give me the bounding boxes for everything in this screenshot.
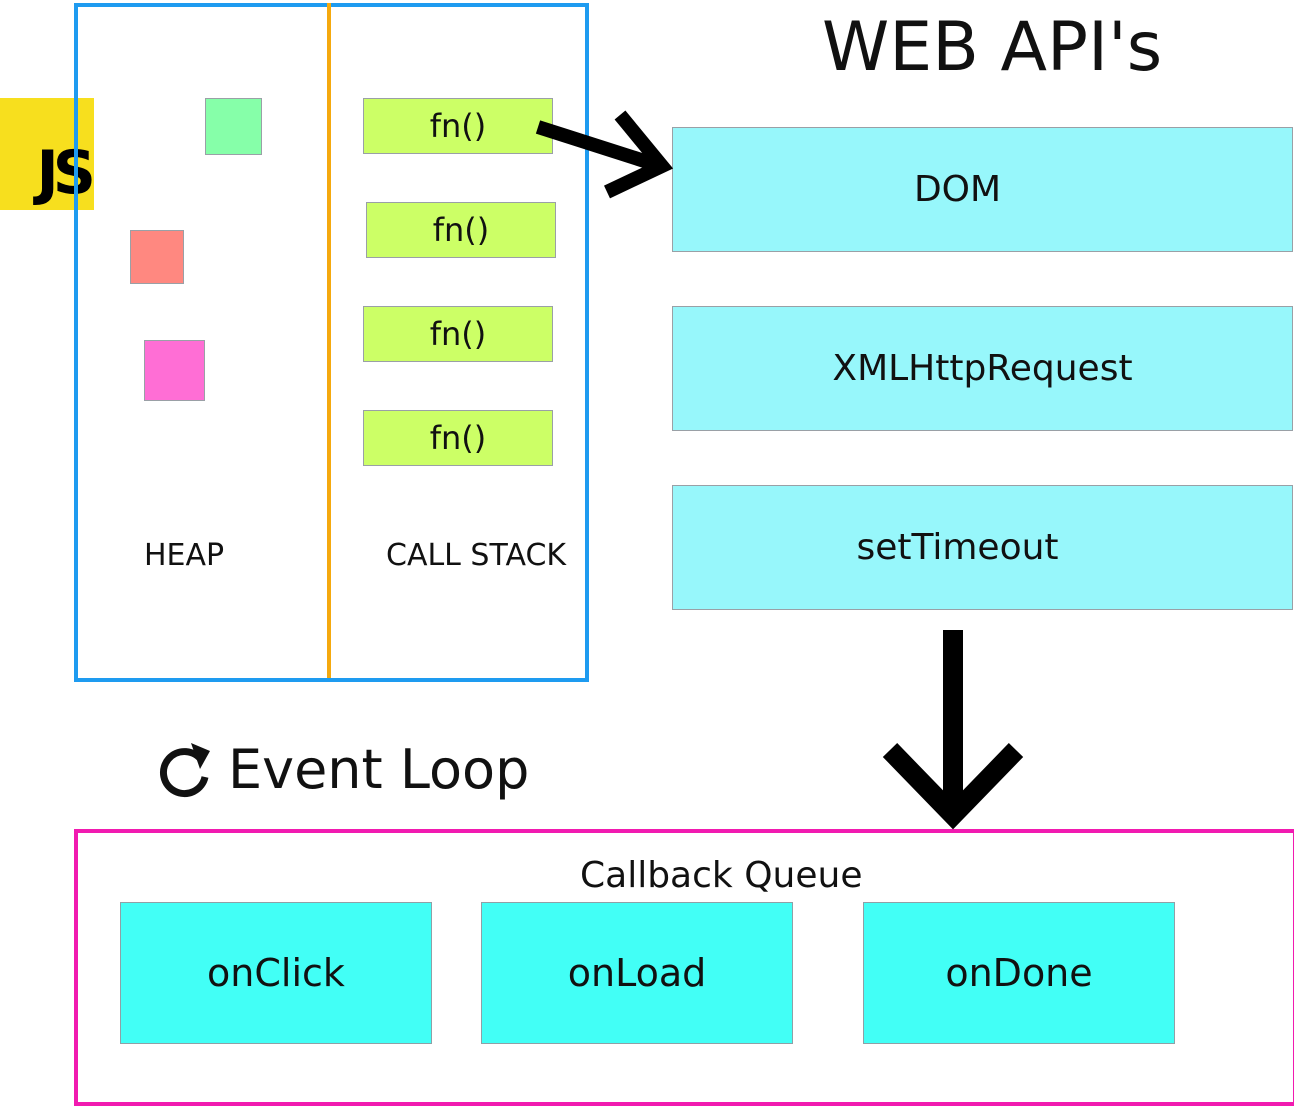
js-engine-frame <box>74 3 589 682</box>
callback-onclick: onClick <box>120 902 432 1044</box>
event-loop: Event Loop <box>158 738 529 801</box>
web-api-xmlhttprequest: XMLHttpRequest <box>672 306 1293 431</box>
event-loop-label: Event Loop <box>228 738 530 801</box>
refresh-icon <box>158 739 214 801</box>
arrow-webapi-to-queue <box>882 630 1024 830</box>
heap-object-red <box>130 230 184 284</box>
callback-ondone: onDone <box>863 902 1175 1044</box>
call-stack-frame: fn() <box>363 98 553 154</box>
js-logo: JS <box>0 98 96 210</box>
heap-stack-divider <box>327 3 331 678</box>
call-stack-label: CALL STACK <box>386 538 567 573</box>
call-stack-frame: fn() <box>363 410 553 466</box>
web-api-dom: DOM <box>672 127 1293 252</box>
callback-queue-title: Callback Queue <box>580 855 863 896</box>
heap-object-green <box>205 98 262 155</box>
arrow-stack-to-webapi <box>535 110 674 199</box>
heap-object-pink <box>144 340 205 401</box>
call-stack-frame: fn() <box>366 202 556 258</box>
call-stack-frame: fn() <box>363 306 553 362</box>
web-api-settimeout: setTimeout <box>672 485 1293 610</box>
heap-label: HEAP <box>144 538 225 573</box>
web-apis-title: WEB API's <box>822 8 1163 87</box>
callback-onload: onLoad <box>481 902 793 1044</box>
